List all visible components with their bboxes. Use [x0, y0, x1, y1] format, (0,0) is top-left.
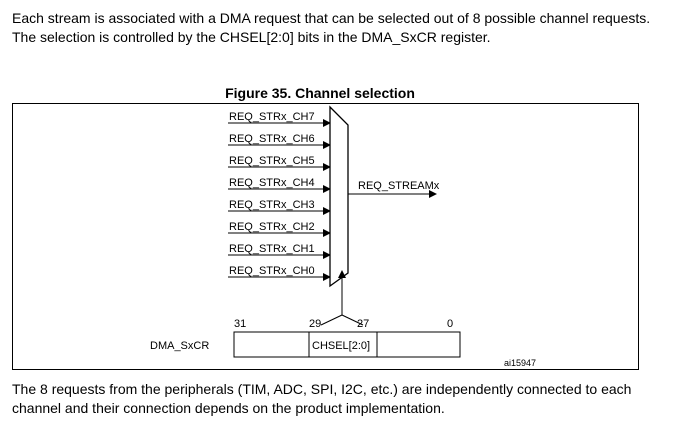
chsel-field-label: CHSEL[2:0] [312, 340, 370, 352]
input-label: REQ_STRx_CH7 [229, 111, 315, 123]
output-label: REQ_STREAMx [358, 180, 440, 192]
input-label: REQ_STRx_CH4 [229, 177, 315, 189]
register-name: DMA_SxCR [150, 340, 209, 352]
input-label: REQ_STRx_CH2 [229, 221, 315, 233]
input-label: REQ_STRx_CH6 [229, 133, 315, 145]
input-label: REQ_STRx_CH1 [229, 243, 315, 255]
intro-paragraph: Each stream is associated with a DMA req… [12, 10, 651, 45]
figure-title: Figure 35. Channel selection [225, 85, 415, 101]
input-label: REQ_STRx_CH0 [229, 265, 315, 277]
bit-27-label: 27 [357, 318, 369, 330]
input-lines: REQ_STRx_CH7REQ_STRx_CH6REQ_STRx_CH5REQ_… [228, 111, 331, 281]
bit-0-label: 0 [447, 318, 453, 330]
input-label: REQ_STRx_CH3 [229, 199, 315, 211]
select-branch-right [341, 314, 364, 326]
bit-31-label: 31 [234, 318, 246, 330]
figure-ref-id: ai15947 [504, 358, 536, 368]
outro-paragraph: The 8 requests from the peripherals (TIM… [12, 381, 632, 416]
bit-29-label: 29 [309, 318, 321, 330]
multiplexer-shape [329, 105, 349, 288]
figure-frame [12, 103, 639, 370]
input-label: REQ_STRx_CH5 [229, 155, 315, 167]
select-branch-left [320, 314, 343, 326]
channel-selection-diagram: REQ_STRx_CH7REQ_STRx_CH6REQ_STRx_CH5REQ_… [150, 105, 536, 368]
chsel-field-box [308, 331, 378, 358]
